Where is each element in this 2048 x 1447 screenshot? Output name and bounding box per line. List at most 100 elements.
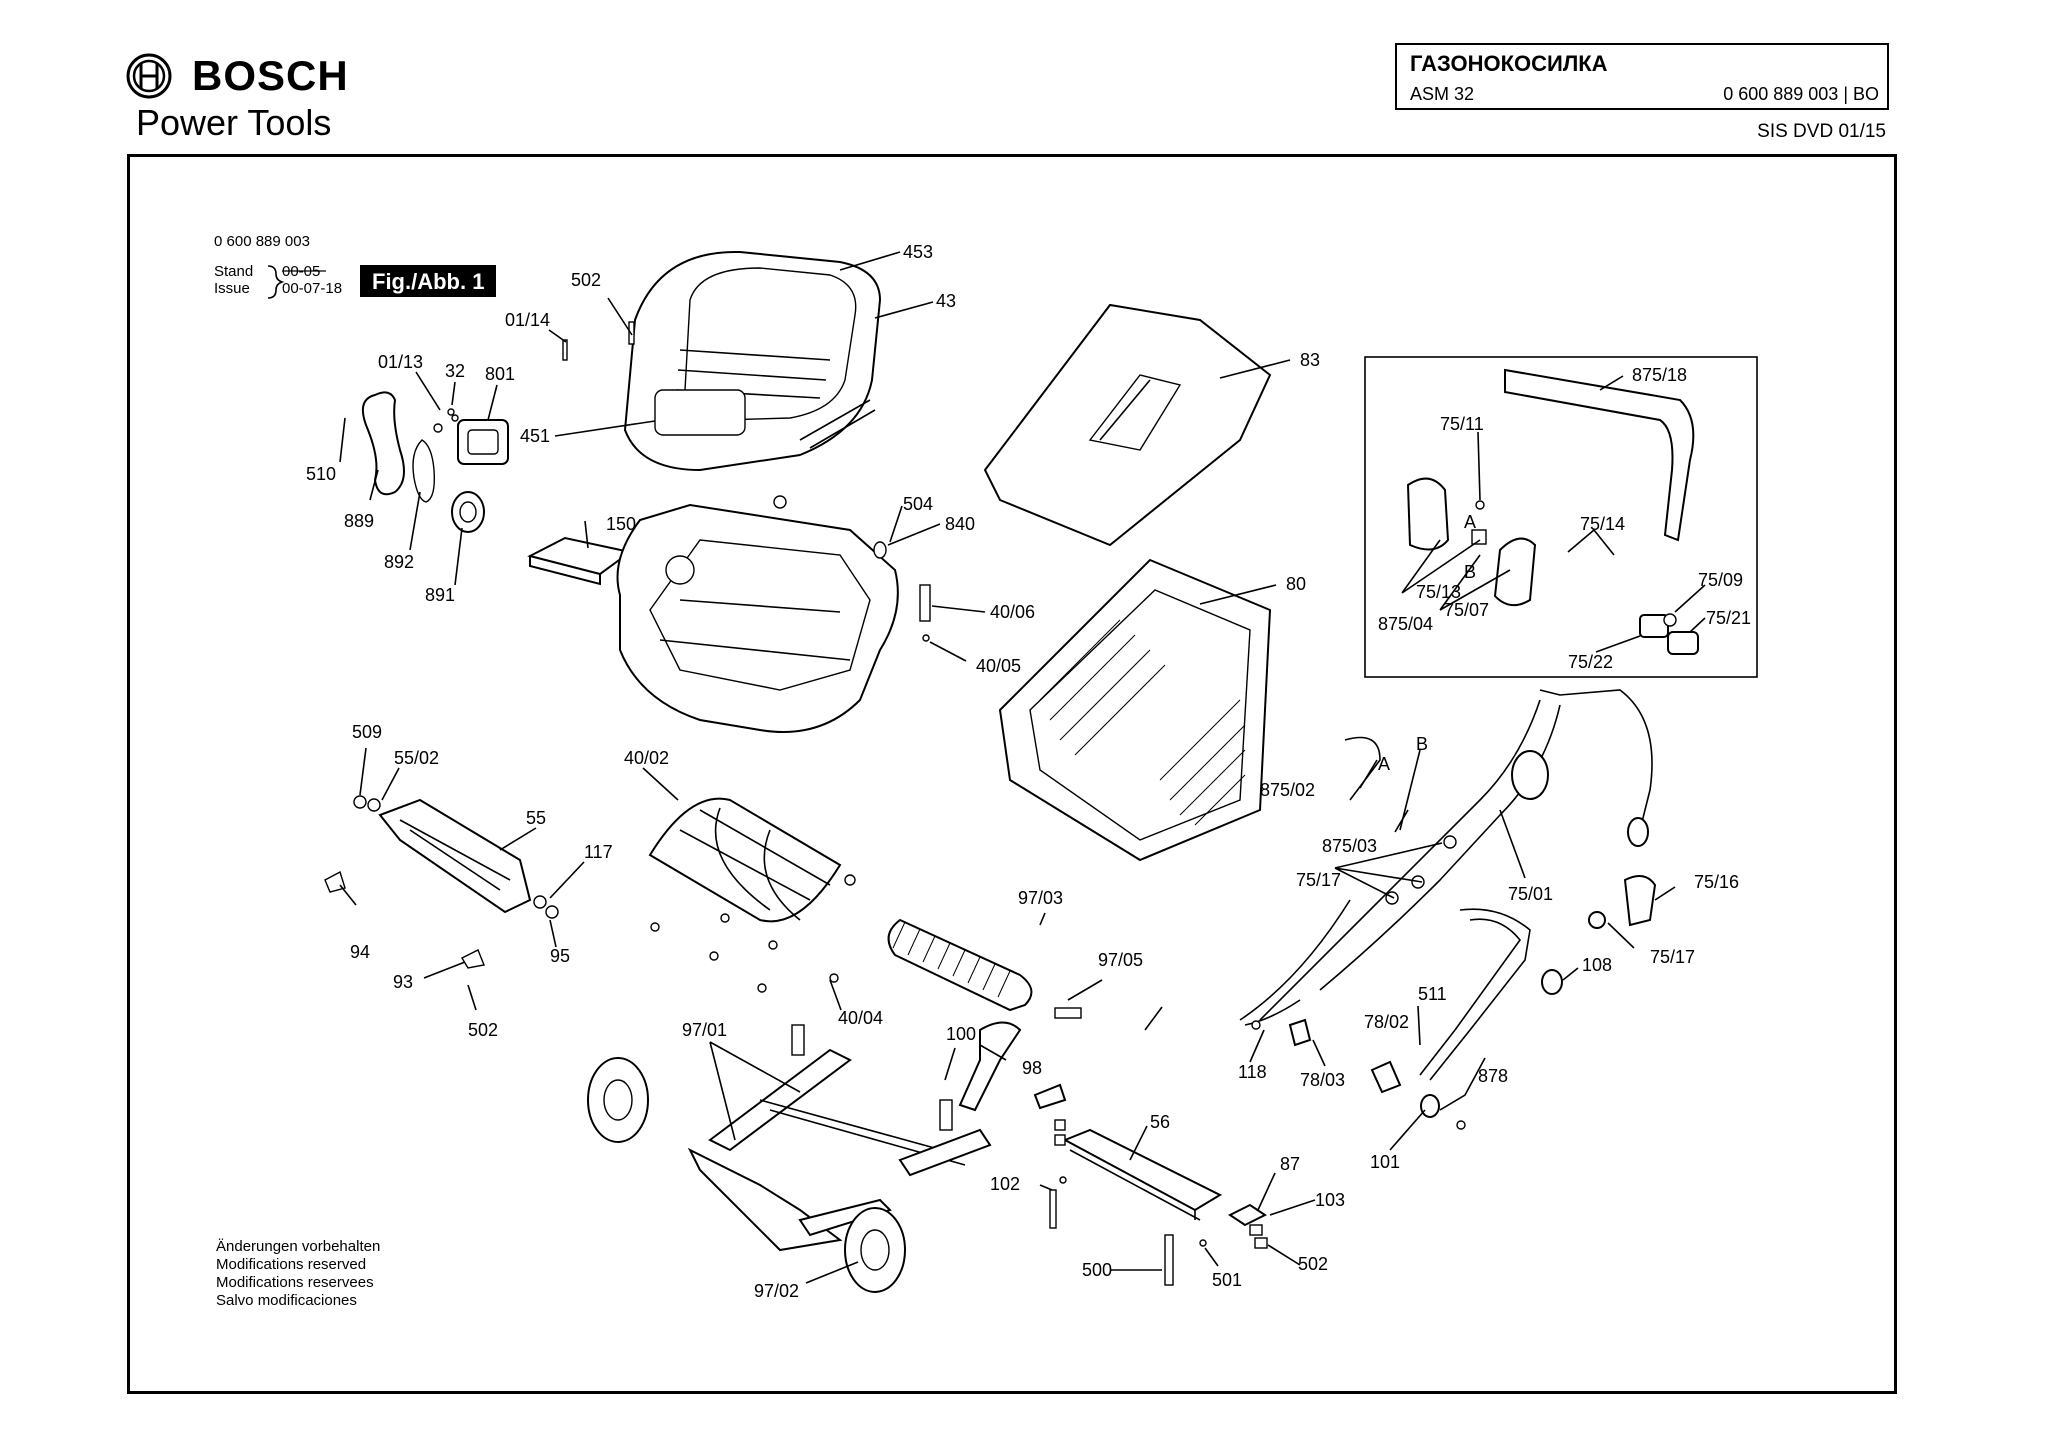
figure-label: Fig./Abb. 1 [372, 269, 484, 294]
callout-95: 95 [550, 946, 570, 966]
detail-inset-box [1364, 356, 1758, 678]
guard-plate-part [1033, 1083, 1268, 1286]
callout-801: 801 [485, 364, 515, 384]
callout-103: 103 [1315, 1190, 1345, 1210]
callout-502-top: 502 [571, 270, 601, 290]
wheels-part [587, 1057, 906, 1293]
title-block: ГАЗОНОКОСИЛКА ASM 32 0 600 889 003 | BO [1395, 43, 1889, 110]
callout-01-14: 01/14 [505, 310, 550, 330]
callout-889: 889 [344, 511, 374, 531]
callout-75-13: 75/13 [1416, 582, 1461, 602]
callout-509: 509 [352, 722, 382, 742]
callout-108: 108 [1582, 955, 1612, 975]
callout-502-right: 502 [1298, 1254, 1328, 1274]
stand-label: Stand [214, 263, 253, 280]
brand-name: BOSCH [192, 52, 349, 99]
part-number: 0 600 889 003 | BO [1723, 84, 1879, 104]
callout-75-09: 75/09 [1698, 570, 1743, 590]
bosch-logo: BOSCH [126, 52, 349, 100]
callout-451: 451 [520, 426, 550, 446]
callout-501: 501 [1212, 1270, 1242, 1290]
callout-101: 101 [1370, 1152, 1400, 1172]
figure-badge: Fig./Abb. 1 [360, 265, 496, 297]
drive-belt-parts [361, 391, 509, 533]
axle-frame-part [687, 1021, 1022, 1252]
disclaimer-fr: Modifications reservees [216, 1274, 374, 1291]
callout-78-02: 78/02 [1364, 1012, 1409, 1032]
callout-840: 840 [945, 514, 975, 534]
issue-label: Issue [214, 280, 250, 297]
callout-40-04: 40/04 [838, 1008, 883, 1028]
rear-roller-part [887, 918, 1082, 1019]
callout-78-03: 78/03 [1300, 1070, 1345, 1090]
pad-part [527, 536, 633, 586]
callout-40-05: 40/05 [976, 656, 1021, 676]
callout-75-16: 75/16 [1694, 872, 1739, 892]
disclaimer-de: Änderungen vorbehalten [216, 1238, 380, 1255]
callout-511: 511 [1418, 984, 1447, 1004]
sis-code: SIS DVD 01/15 [1757, 121, 1886, 142]
callout-93: 93 [393, 972, 413, 992]
grass-box-part [998, 558, 1272, 862]
callout-b-main: B [1416, 734, 1428, 754]
callout-75-14: 75/14 [1580, 514, 1625, 534]
callout-75-11: 75/11 [1440, 414, 1484, 434]
disclaimer-en: Modifications reserved [216, 1256, 366, 1273]
callout-a-inset: A [1464, 512, 1476, 532]
callout-75-17-right: 75/17 [1650, 947, 1695, 967]
callout-98: 98 [1022, 1058, 1042, 1078]
leader-lines [339, 251, 1706, 1284]
callout-75-22: 75/22 [1568, 652, 1613, 672]
callout-75-01: 75/01 [1508, 884, 1553, 904]
callout-117: 117 [584, 842, 613, 862]
callout-43: 43 [936, 291, 956, 311]
callout-97-02: 97/02 [754, 1281, 799, 1301]
callout-100: 100 [946, 1024, 976, 1044]
callout-40-02: 40/02 [624, 748, 669, 768]
callout-500: 500 [1082, 1260, 1112, 1280]
callout-97-01: 97/01 [682, 1020, 727, 1040]
callout-97-05: 97/05 [1098, 950, 1143, 970]
callout-55: 55 [526, 808, 546, 828]
handle-switch-detail-parts [1406, 368, 1699, 655]
callout-80: 80 [1286, 574, 1306, 594]
callout-32: 32 [445, 361, 465, 381]
callout-875-02: 875/02 [1260, 780, 1315, 800]
small-screws-top [447, 321, 635, 422]
callout-892: 892 [384, 552, 414, 572]
small-screws-middle [650, 913, 839, 993]
callout-01-13: 01/13 [378, 352, 423, 372]
callout-504: 504 [903, 494, 933, 514]
callout-87: 87 [1280, 1154, 1300, 1174]
callout-875-03: 875/03 [1322, 836, 1377, 856]
callout-75-17-left: 75/17 [1296, 870, 1341, 890]
callout-102: 102 [990, 1174, 1020, 1194]
callout-55-02: 55/02 [394, 748, 439, 768]
disclaimer: Änderungen vorbehalten Modifications res… [216, 1238, 380, 1309]
callout-510: 510 [306, 464, 336, 484]
callout-891: 891 [425, 585, 455, 605]
callout-a-main: A [1378, 754, 1390, 774]
callout-75-21: 75/21 [1706, 608, 1751, 628]
callout-labels: 453 43 502 01/14 01/13 32 801 451 510 88… [306, 242, 1751, 1301]
drawing-frame [127, 154, 1897, 1394]
product-line: Power Tools [136, 102, 332, 143]
callout-94: 94 [350, 942, 370, 962]
callout-118: 118 [1238, 1062, 1267, 1082]
motor-hood-part [623, 250, 882, 472]
callout-b-inset: B [1464, 562, 1476, 582]
grass-box-lid-part [983, 303, 1272, 547]
bosch-armature-icon [126, 53, 172, 99]
callout-453: 453 [903, 242, 933, 262]
housing-chassis-part [616, 495, 931, 733]
callout-878: 878 [1478, 1066, 1508, 1086]
model-name: ASM 32 [1410, 84, 1475, 104]
callout-97-03: 97/03 [1018, 888, 1063, 908]
callout-40-06: 40/06 [990, 602, 1035, 622]
callout-150: 150 [606, 514, 636, 534]
callout-502-left: 502 [468, 1020, 498, 1040]
callout-875-18: 875/18 [1632, 365, 1687, 385]
rear-flap-part [648, 797, 856, 923]
product-name: ГАЗОНОКОСИЛКА [1410, 51, 1608, 76]
